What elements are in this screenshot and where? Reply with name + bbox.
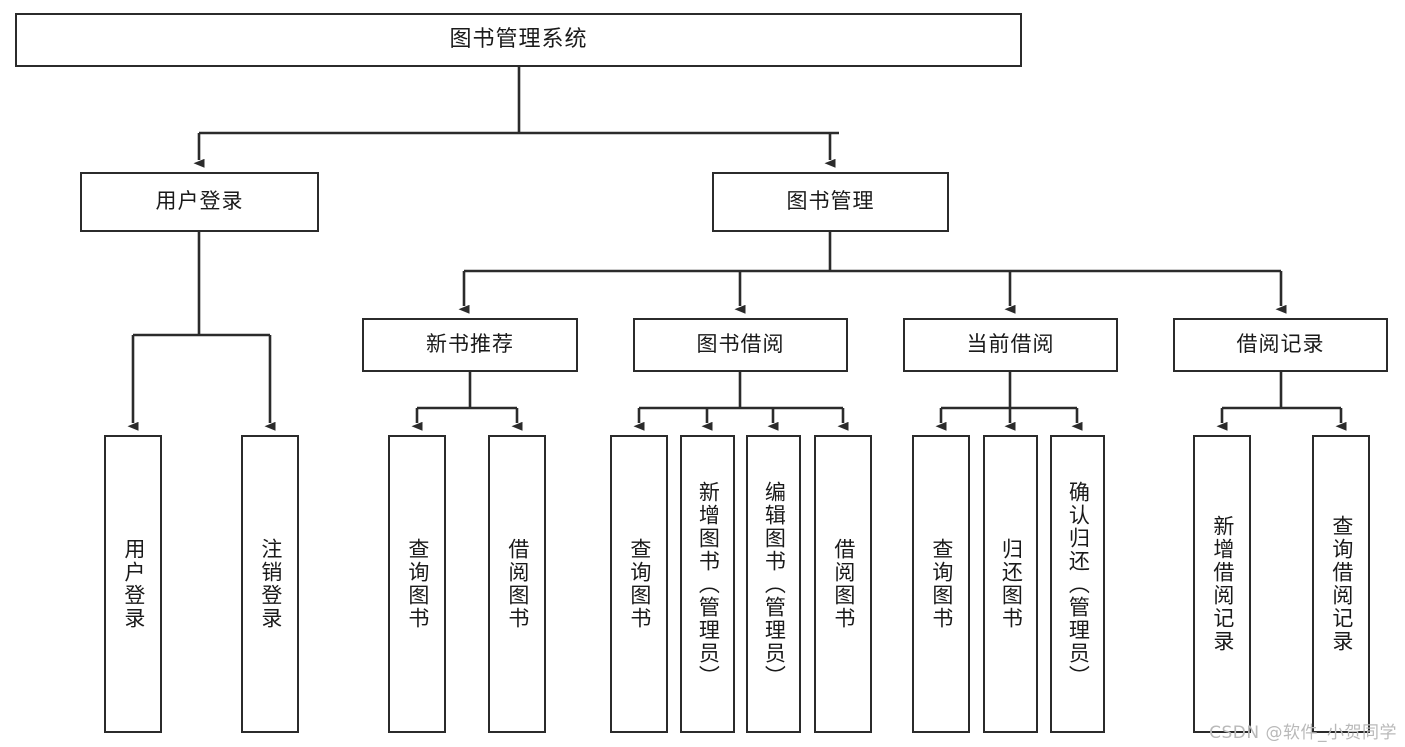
leaf-label: 借阅图书 (505, 538, 530, 630)
leaf-label: 归还图书 (999, 538, 1024, 630)
leaf-query-book-recommend[interactable]: 查询图书 (388, 435, 446, 733)
leaf-query-borrow-record[interactable]: 查询借阅记录 (1312, 435, 1370, 733)
leaf-edit-book-admin[interactable]: 编辑图书（管理员） (746, 435, 801, 733)
node-root-book-management-system[interactable]: 图书管理系统 (15, 13, 1022, 67)
leaf-label: 新增借阅记录 (1210, 515, 1235, 653)
node-label: 图书借阅 (696, 332, 785, 357)
leaf-borrow-book-recommend[interactable]: 借阅图书 (488, 435, 546, 733)
node-user-login[interactable]: 用户登录 (80, 172, 319, 232)
node-label: 图书管理 (786, 189, 875, 214)
leaf-label: 查询图书 (627, 538, 652, 630)
node-current-borrow[interactable]: 当前借阅 (903, 318, 1118, 372)
watermark-text: CSDN @软件_小贺同学 (1209, 723, 1397, 743)
node-label: 当前借阅 (966, 332, 1055, 357)
node-new-book-recommend[interactable]: 新书推荐 (362, 318, 578, 372)
node-book-borrow[interactable]: 图书借阅 (633, 318, 848, 372)
leaf-user-login[interactable]: 用户登录 (104, 435, 162, 733)
leaf-add-borrow-record[interactable]: 新增借阅记录 (1193, 435, 1251, 733)
node-label: 借阅记录 (1236, 332, 1325, 357)
leaf-label: 注销登录 (258, 538, 283, 630)
leaf-label: 用户登录 (121, 538, 146, 630)
leaf-label: 确认归还（管理员） (1066, 480, 1091, 688)
leaf-query-book-current[interactable]: 查询图书 (912, 435, 970, 733)
leaf-label: 查询图书 (405, 538, 430, 630)
leaf-label: 查询图书 (929, 538, 954, 630)
node-label: 用户登录 (155, 189, 244, 214)
leaf-label: 借阅图书 (831, 538, 856, 630)
leaf-label: 查询借阅记录 (1329, 515, 1354, 653)
node-label: 新书推荐 (426, 332, 514, 357)
leaf-confirm-return-admin[interactable]: 确认归还（管理员） (1050, 435, 1105, 733)
leaf-label: 新增图书（管理员） (696, 480, 721, 688)
leaf-return-book[interactable]: 归还图书 (983, 435, 1038, 733)
leaf-logout[interactable]: 注销登录 (241, 435, 299, 733)
leaf-borrow-book[interactable]: 借阅图书 (814, 435, 872, 733)
leaf-label: 编辑图书（管理员） (762, 480, 787, 688)
leaf-add-book-admin[interactable]: 新增图书（管理员） (680, 435, 735, 733)
node-borrow-record[interactable]: 借阅记录 (1173, 318, 1388, 372)
leaf-query-book-borrow[interactable]: 查询图书 (610, 435, 668, 733)
node-book-management[interactable]: 图书管理 (712, 172, 949, 232)
node-label: 图书管理系统 (449, 26, 588, 52)
